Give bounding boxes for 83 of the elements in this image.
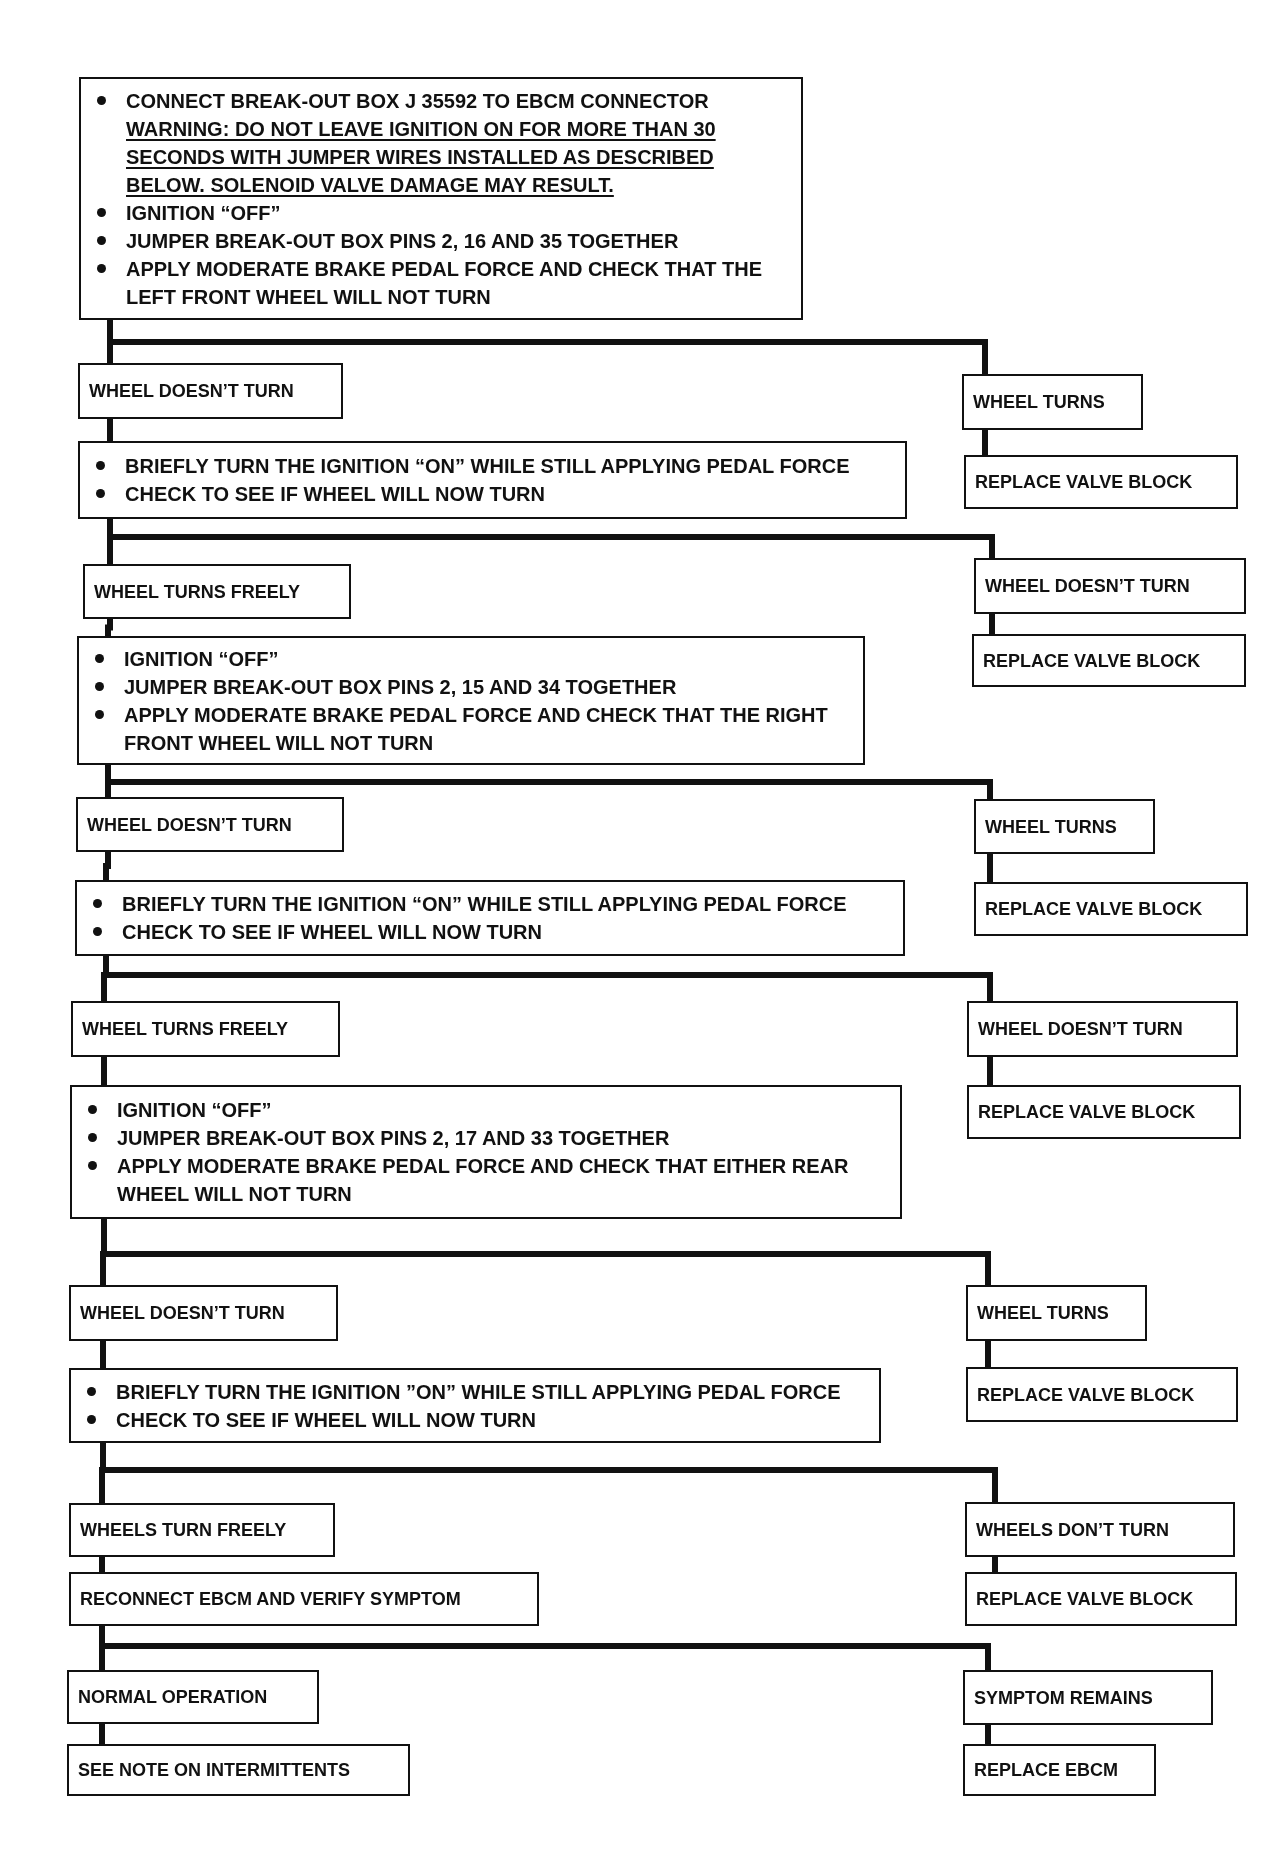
step-label: REPLACE EBCM bbox=[974, 1759, 1119, 1782]
step-box bbox=[964, 455, 1238, 509]
instruction-text: APPLY MODERATE BRAKE PEDAL FORCE AND CHECK THAT THE RIGHT FRONT WHEEL WILL NOT TURN bbox=[124, 702, 829, 756]
step-box bbox=[78, 363, 343, 419]
step-label: WHEEL DOESN’T TURN bbox=[89, 380, 295, 403]
connector-line bbox=[107, 419, 113, 441]
step-box bbox=[965, 1502, 1235, 1557]
step-label: REPLACE VALVE BLOCK bbox=[983, 649, 1202, 673]
instruction-text: IGNITION “OFF” bbox=[117, 1098, 272, 1123]
step-label: WHEEL TURNS bbox=[973, 391, 1106, 414]
step-box bbox=[963, 1670, 1213, 1725]
connector-line bbox=[99, 1724, 105, 1744]
step-box bbox=[972, 634, 1246, 687]
step-label: REPLACE VALVE BLOCK bbox=[977, 1383, 1196, 1407]
instruction-box bbox=[78, 441, 907, 519]
step-label: WHEELS TURN FREELY bbox=[80, 1519, 288, 1542]
connector-line bbox=[982, 430, 988, 455]
step-box bbox=[967, 1001, 1238, 1057]
instruction-text: CHECK TO SEE IF WHEEL WILL NOW TURN bbox=[122, 920, 542, 945]
connector-line bbox=[105, 619, 113, 636]
step-box bbox=[974, 882, 1248, 936]
step-box bbox=[67, 1670, 319, 1724]
instruction-text: IGNITION “OFF” bbox=[126, 200, 281, 226]
connector-line bbox=[101, 1057, 107, 1085]
instruction-text: APPLY MODERATE BRAKE PEDAL FORCE AND CHECK THAT EITHER REAR WHEEL WILL NOT TURN bbox=[117, 1154, 850, 1207]
connector-line bbox=[987, 1057, 993, 1085]
step-label: WHEEL TURNS FREELY bbox=[94, 580, 302, 604]
warning-text: WARNING: DO NOT LEAVE IGNITION ON FOR MORE THAN 30 SECONDS WITH JUMPER WIRES INSTALLED AS DESCRIBED BELOW. SOLENOID VALVE DAMAGE MAY RESULT. bbox=[126, 116, 717, 198]
instruction-text: BRIEFLY TURN THE IGNITION ”ON” WHILE STILL APPLYING PEDAL FORCE bbox=[116, 1379, 841, 1405]
step-box bbox=[76, 797, 344, 852]
step-label: WHEELS DON’T TURN bbox=[976, 1518, 1170, 1542]
instruction-text: CONNECT BREAK-OUT BOX J 35592 TO EBCM CONNECTOR bbox=[126, 88, 709, 114]
step-label: REPLACE VALVE BLOCK bbox=[978, 1101, 1197, 1124]
step-label: SEE NOTE ON INTERMITTENTS bbox=[78, 1759, 351, 1782]
instruction-box bbox=[75, 880, 905, 956]
step-label: NORMAL OPERATION bbox=[78, 1686, 269, 1709]
connector-line bbox=[103, 852, 111, 880]
step-label: SYMPTOM REMAINS bbox=[974, 1686, 1154, 1710]
connector-line bbox=[100, 1341, 106, 1368]
connector-line bbox=[987, 854, 993, 882]
step-box bbox=[69, 1572, 539, 1626]
instruction-text: CHECK TO SEE IF WHEEL WILL NOW TURN bbox=[125, 482, 545, 507]
step-label: REPLACE VALVE BLOCK bbox=[985, 898, 1204, 921]
step-label: WHEEL TURNS bbox=[977, 1302, 1110, 1325]
step-box bbox=[966, 1285, 1147, 1341]
step-box bbox=[69, 1503, 335, 1557]
step-box bbox=[71, 1001, 340, 1057]
connector-line bbox=[985, 1341, 991, 1367]
step-box bbox=[69, 1285, 338, 1341]
step-label: WHEEL DOESN’T TURN bbox=[978, 1018, 1184, 1041]
step-box bbox=[83, 564, 351, 619]
instruction-text: BRIEFLY TURN THE IGNITION “ON” WHILE STILL APPLYING PEDAL FORCE bbox=[125, 454, 850, 479]
step-label: RECONNECT EBCM AND VERIFY SYMPTOM bbox=[80, 1588, 462, 1611]
step-box bbox=[963, 1744, 1156, 1796]
step-label: WHEEL DOESN’T TURN bbox=[87, 813, 293, 837]
step-label: WHEEL TURNS bbox=[985, 815, 1118, 839]
step-box bbox=[965, 1572, 1237, 1626]
step-label: REPLACE VALVE BLOCK bbox=[976, 1588, 1195, 1611]
instruction-box bbox=[70, 1085, 902, 1219]
instruction-text: IGNITION “OFF” bbox=[124, 646, 279, 672]
step-label: REPLACE VALVE BLOCK bbox=[975, 471, 1194, 494]
instruction-text: APPLY MODERATE BRAKE PEDAL FORCE AND CHECK THAT THE LEFT FRONT WHEEL WILL NOT TURN bbox=[126, 256, 763, 310]
instruction-box bbox=[77, 636, 865, 765]
step-label: WHEEL DOESN’T TURN bbox=[985, 575, 1191, 598]
instruction-text: JUMPER BREAK-OUT BOX PINS 2, 17 AND 33 TOGETHER bbox=[117, 1126, 670, 1151]
step-box bbox=[974, 558, 1246, 614]
instruction-text: JUMPER BREAK-OUT BOX PINS 2, 15 AND 34 TOGETHER bbox=[124, 674, 677, 700]
step-label: WHEEL DOESN’T TURN bbox=[80, 1302, 286, 1325]
connector-line bbox=[989, 614, 995, 634]
instruction-text: BRIEFLY TURN THE IGNITION “ON” WHILE STILL APPLYING PEDAL FORCE bbox=[122, 892, 847, 917]
step-box bbox=[967, 1085, 1241, 1139]
instruction-text: CHECK TO SEE IF WHEEL WILL NOW TURN bbox=[116, 1407, 536, 1433]
instruction-text: JUMPER BREAK-OUT BOX PINS 2, 16 AND 35 TOGETHER bbox=[126, 228, 679, 254]
connector-line bbox=[992, 1557, 998, 1572]
step-box bbox=[966, 1367, 1238, 1422]
connector-line bbox=[99, 1557, 105, 1572]
step-box bbox=[974, 799, 1155, 854]
step-label: WHEEL TURNS FREELY bbox=[82, 1018, 290, 1041]
connector-line bbox=[985, 1725, 991, 1744]
instruction-box bbox=[69, 1368, 881, 1443]
step-box bbox=[67, 1744, 410, 1796]
instruction-box bbox=[79, 77, 803, 320]
step-box bbox=[962, 374, 1143, 430]
